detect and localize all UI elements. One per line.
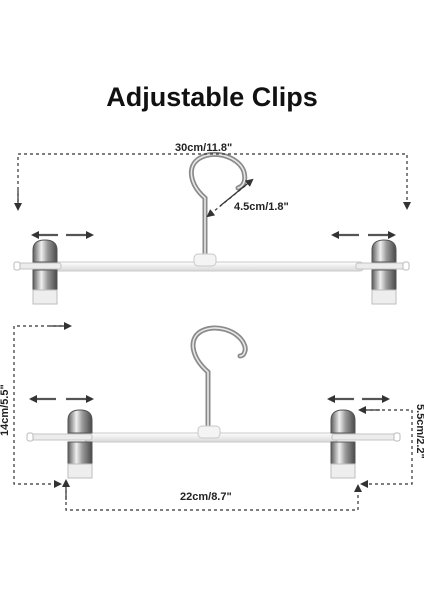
top-hanger (13, 151, 410, 305)
page-title: Adjustable Clips (106, 82, 318, 112)
top-width-label: 30cm/11.8" (175, 142, 233, 154)
bottom-hanger (26, 325, 401, 479)
top-width-dimension (14, 153, 411, 211)
bottom-left-clip (67, 409, 93, 479)
clip-height-label: 5.5cm/2.2" (414, 404, 424, 459)
bottom-hook (190, 325, 248, 435)
height-label: 14cm/5.5" (0, 384, 11, 436)
clip-height-dimension (360, 409, 413, 488)
top-left-clip (32, 239, 58, 305)
hook-width-label: 4.5cm/1.8" (234, 201, 289, 213)
bottom-right-clip (330, 409, 356, 479)
top-right-clip (371, 239, 397, 305)
height-dimension (13, 325, 68, 488)
bottom-width-label: 22cm/8.7" (180, 491, 232, 503)
